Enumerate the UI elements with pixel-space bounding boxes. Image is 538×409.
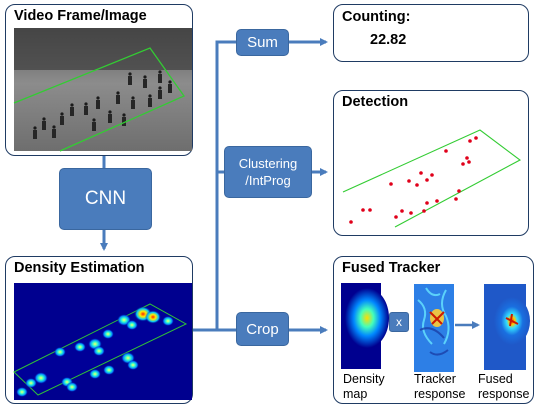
clustering-intprog-box: Clustering /IntProg	[224, 146, 312, 198]
cnn-box: CNN	[59, 168, 152, 230]
pedestrian	[70, 103, 74, 116]
density-blob	[103, 364, 115, 376]
counting-panel: Counting: 22.82	[333, 4, 529, 62]
density-map-image	[13, 283, 192, 400]
detection-point	[419, 171, 423, 175]
density-blob	[126, 319, 138, 331]
detection-point	[422, 209, 426, 213]
detection-title: Detection	[342, 94, 409, 110]
detection-panel: Detection	[333, 90, 529, 236]
pedestrian	[168, 80, 172, 93]
pedestrian	[148, 94, 152, 107]
density-map-patch	[341, 283, 389, 369]
pedestrian	[158, 86, 162, 99]
fused-tracker-title: Fused Tracker	[342, 260, 441, 276]
detection-point	[474, 136, 478, 140]
detection-point	[465, 156, 469, 160]
crop-box: Crop	[236, 312, 289, 346]
detection-point	[361, 208, 365, 212]
detection-point	[435, 199, 439, 203]
detection-plot	[342, 129, 522, 228]
detection-point	[400, 209, 404, 213]
counting-value: 22.82	[370, 32, 407, 48]
density-blob	[145, 310, 161, 324]
detection-point	[467, 160, 471, 164]
density-blob	[34, 372, 48, 384]
fused-response-caption: Fused response	[478, 372, 530, 401]
detection-point	[409, 211, 413, 215]
tracker-response-patch	[414, 284, 454, 372]
detection-point	[407, 179, 411, 183]
density-blob	[162, 315, 174, 327]
detection-point	[454, 197, 458, 201]
detection-point	[368, 208, 372, 212]
density-blob	[25, 377, 37, 389]
density-estimation-title: Density Estimation	[14, 260, 145, 276]
crowd-video-frame-image	[13, 28, 192, 152]
pedestrian	[128, 72, 132, 85]
pedestrian	[143, 75, 147, 88]
detection-point	[415, 183, 419, 187]
sum-box: Sum	[236, 29, 289, 56]
detection-point	[468, 139, 472, 143]
video-frame-title: Video Frame/Image	[14, 8, 147, 24]
fused-response-patch	[484, 284, 530, 370]
pedestrian	[33, 126, 37, 139]
pedestrian	[108, 110, 112, 123]
density-blob	[74, 341, 86, 353]
density-blob	[54, 346, 66, 358]
density-map-caption: Density map	[343, 372, 385, 401]
detection-point	[394, 215, 398, 219]
pedestrian	[122, 113, 126, 126]
pedestrian	[84, 102, 88, 115]
pedestrian	[60, 112, 64, 125]
detection-point	[444, 149, 448, 153]
density-blob	[102, 328, 114, 340]
detection-point	[430, 173, 434, 177]
tracker-response-caption: Tracker response	[414, 372, 466, 401]
detection-point	[461, 162, 465, 166]
density-blob	[66, 381, 78, 393]
density-blob	[16, 386, 28, 398]
pedestrian	[52, 125, 56, 138]
pedestrian	[116, 91, 120, 104]
detection-point	[389, 182, 393, 186]
density-blob	[127, 359, 139, 371]
detection-point	[425, 201, 429, 205]
pedestrian	[158, 70, 162, 83]
detection-point	[349, 220, 353, 224]
density-blob	[93, 345, 105, 357]
pedestrian	[96, 96, 100, 109]
multiply-box: x	[389, 312, 409, 332]
detection-point	[425, 178, 429, 182]
counting-label: Counting:	[342, 9, 411, 25]
detection-point	[457, 189, 461, 193]
connectors	[100, 38, 480, 334]
pedestrian	[131, 96, 135, 109]
pedestrian	[42, 117, 46, 130]
density-blob	[89, 368, 101, 380]
pedestrian	[92, 118, 96, 131]
